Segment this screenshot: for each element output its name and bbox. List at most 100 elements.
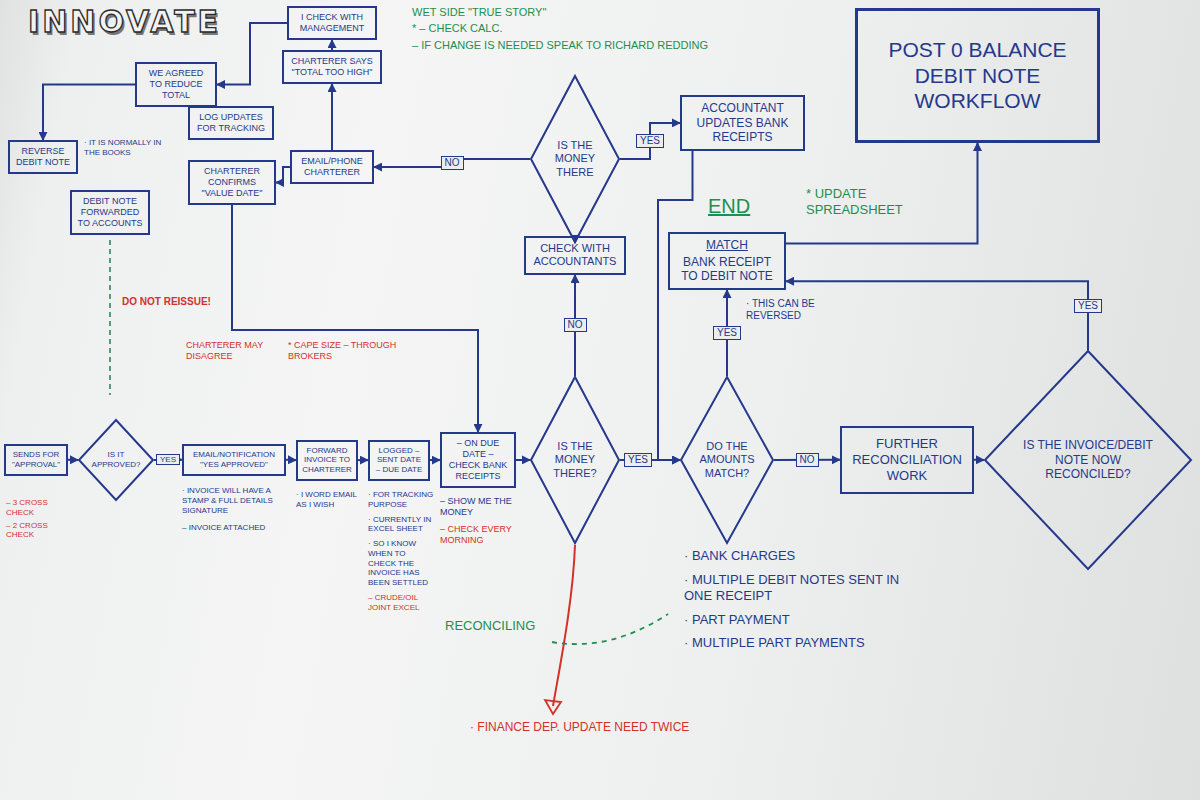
diamond-inner: IS THE MONEY THERE xyxy=(530,75,620,243)
note-text: · THIS CAN BE REVERSED xyxy=(746,298,846,322)
box-text: EMAIL/NOTIFICATION "YES APPROVED" xyxy=(189,450,279,470)
note-text: * – CHECK CALC. xyxy=(412,22,832,35)
box-text: – ON DUE DATE – CHECK BANK RECEIPTS xyxy=(447,438,509,482)
box-text: IS THE MONEY THERE? xyxy=(545,440,604,480)
process-box: CHARTERER SAYS "TOTAL TOO HIGH" xyxy=(282,50,382,84)
diamond-shape xyxy=(531,377,619,543)
note-text: · IT IS NORMALLY IN THE BOOKS xyxy=(84,138,176,158)
connector xyxy=(276,167,290,183)
note-text: · FOR TRACKING PURPOSE xyxy=(368,490,434,510)
red-arrowhead xyxy=(545,700,561,714)
connector xyxy=(331,84,333,150)
decision-diamond: DO THE AMOUNTS MATCH? xyxy=(680,376,774,544)
connector xyxy=(786,281,1088,350)
decision-diamond: IS THE MONEY THERE? xyxy=(530,376,620,544)
connector xyxy=(331,40,333,50)
process-box: ACCOUNTANT UPDATES BANK RECEIPTS xyxy=(680,95,805,151)
note-group: · FOR TRACKING PURPOSE · CURRENTLY IN EXC… xyxy=(368,490,434,612)
process-box: FURTHER RECONCILIATION WORK xyxy=(840,426,974,494)
red-arrow-line xyxy=(553,545,575,706)
edge-label: YES xyxy=(156,454,180,466)
diamond-inner: IS THE INVOICE/DEBIT NOTE NOW RECONCILED… xyxy=(984,350,1192,570)
note-text: * CAPE SIZE – THROUGH BROKERS xyxy=(288,340,412,362)
decision-diamond: IS IT APPROVED? xyxy=(78,419,154,501)
process-box: REVERSE DEBIT NOTE xyxy=(8,140,78,174)
edge-label: NO xyxy=(796,453,819,467)
note-group: · THIS CAN BE REVERSED xyxy=(746,298,846,322)
note-text: · SO I KNOW WHEN TO CHECK THE INVOICE HA… xyxy=(368,539,434,588)
diamond-text: IS THE MONEY THERE? xyxy=(545,440,604,480)
box-text: DEBIT NOTE FORWARDED TO ACCOUNTS xyxy=(77,196,143,229)
process-box: LOG UPDATES FOR TRACKING xyxy=(188,106,274,140)
note-text: – INVOICE ATTACHED xyxy=(182,523,286,533)
connector xyxy=(232,205,478,432)
note-text: – IF CHANGE IS NEEDED SPEAK TO RICHARD R… xyxy=(412,39,832,52)
note-text: – 3 CROSS CHECK xyxy=(6,498,74,518)
connector xyxy=(786,143,978,244)
process-box: WE AGREED TO REDUCE TOTAL xyxy=(135,62,217,107)
note-text: DO NOT REISSUE! xyxy=(122,296,232,308)
process-box: EMAIL/PHONE CHARTERER xyxy=(290,150,374,184)
note-text: · I WORD EMAIL AS I WISH xyxy=(296,490,360,510)
box-text: REVERSE DEBIT NOTE xyxy=(15,146,71,168)
note-group: · BANK CHARGES· MULTIPLE DEBIT NOTES SEN… xyxy=(684,548,924,651)
note-text: – SHOW ME THE MONEY xyxy=(440,496,522,518)
connector xyxy=(430,459,440,461)
process-box: EMAIL/NOTIFICATION "YES APPROVED" xyxy=(182,444,286,476)
edge-label: YES xyxy=(713,326,741,340)
note-group: RECONCILING xyxy=(445,618,555,634)
note-text: · CURRENTLY IN EXCEL SHEET xyxy=(368,515,434,535)
note-group: · IT IS NORMALLY IN THE BOOKS xyxy=(84,138,176,158)
note-text: WET SIDE "TRUE STORY" xyxy=(412,6,832,19)
note-text: – CHECK EVERY MORNING xyxy=(440,524,522,546)
board-title: INNOVATE xyxy=(28,4,221,39)
box-text: BANK RECEIPT TO DEBIT NOTE xyxy=(675,255,779,284)
note-group: – SHOW ME THE MONEY – CHECK EVERY MORNING xyxy=(440,496,522,546)
process-box: FORWARD INVOICE TO CHARTERER xyxy=(296,440,358,481)
diamond-shape xyxy=(681,377,773,543)
edge-label: YES xyxy=(636,134,664,148)
diamond-shape xyxy=(531,76,619,242)
box-text: CHECK WITH ACCOUNTANTS xyxy=(531,242,619,269)
box-text: SENDS FOR "APPROVAL" xyxy=(9,450,63,470)
note-text: – CRUDE/OIL JOINT EXCEL xyxy=(368,593,434,613)
diamond-text: IS THE INVOICE/DEBIT NOTE NOW RECONCILED… xyxy=(1019,438,1156,482)
box-text: LOG UPDATES FOR TRACKING xyxy=(195,112,267,134)
dashed-green-line xyxy=(552,614,668,644)
decision-diamond: IS THE INVOICE/DEBIT NOTE NOW RECONCILED… xyxy=(984,350,1192,570)
note-group: CHARTERER MAY DISAGREE xyxy=(186,340,270,362)
process-box: I CHECK WITH MANAGEMENT xyxy=(287,6,377,40)
process-box: MATCH BANK RECEIPT TO DEBIT NOTE xyxy=(668,232,786,290)
note-group: · INVOICE WILL HAVE A STAMP & FULL DETAI… xyxy=(182,486,286,533)
process-box: DEBIT NOTE FORWARDED TO ACCOUNTS xyxy=(70,190,150,235)
note-group: WET SIDE "TRUE STORY" * – CHECK CALC. – IF… xyxy=(412,6,832,52)
note-text: · INVOICE WILL HAVE A STAMP & FULL DETAI… xyxy=(182,486,286,515)
process-box: LOGGED – SENT DATE – DUE DATE xyxy=(368,440,430,481)
box-text: CHARTERER CONFIRMS "VALUE DATE" xyxy=(195,166,269,199)
connector xyxy=(658,151,693,460)
edge-label: NO xyxy=(564,318,587,332)
process-box: CHECK WITH ACCOUNTANTS xyxy=(524,236,626,275)
diamond-shape xyxy=(985,351,1191,569)
box-text: DO THE AMOUNTS MATCH? xyxy=(696,440,758,480)
box-text: LOGGED – SENT DATE – DUE DATE xyxy=(374,446,424,475)
note-text: END xyxy=(708,194,768,218)
diamond-inner: IS THE MONEY THERE? xyxy=(530,376,620,544)
connector xyxy=(217,23,287,85)
box-text: EMAIL/PHONE CHARTERER xyxy=(297,156,367,178)
box-heading: MATCH xyxy=(675,238,779,253)
edge-label: YES xyxy=(624,453,652,467)
connector xyxy=(516,459,530,461)
box-text: IS THE MONEY THERE xyxy=(545,139,604,179)
process-box: SENDS FOR "APPROVAL" xyxy=(4,444,68,476)
note-group: * CAPE SIZE – THROUGH BROKERS xyxy=(288,340,412,362)
note-text: CHARTERER MAY DISAGREE xyxy=(186,340,270,362)
box-text: I CHECK WITH MANAGEMENT xyxy=(294,12,370,34)
connector xyxy=(43,85,135,141)
edge-label: YES xyxy=(1074,299,1102,313)
note-group: · I WORD EMAIL AS I WISH xyxy=(296,490,360,510)
box-text: FORWARD INVOICE TO CHARTERER xyxy=(302,446,352,475)
